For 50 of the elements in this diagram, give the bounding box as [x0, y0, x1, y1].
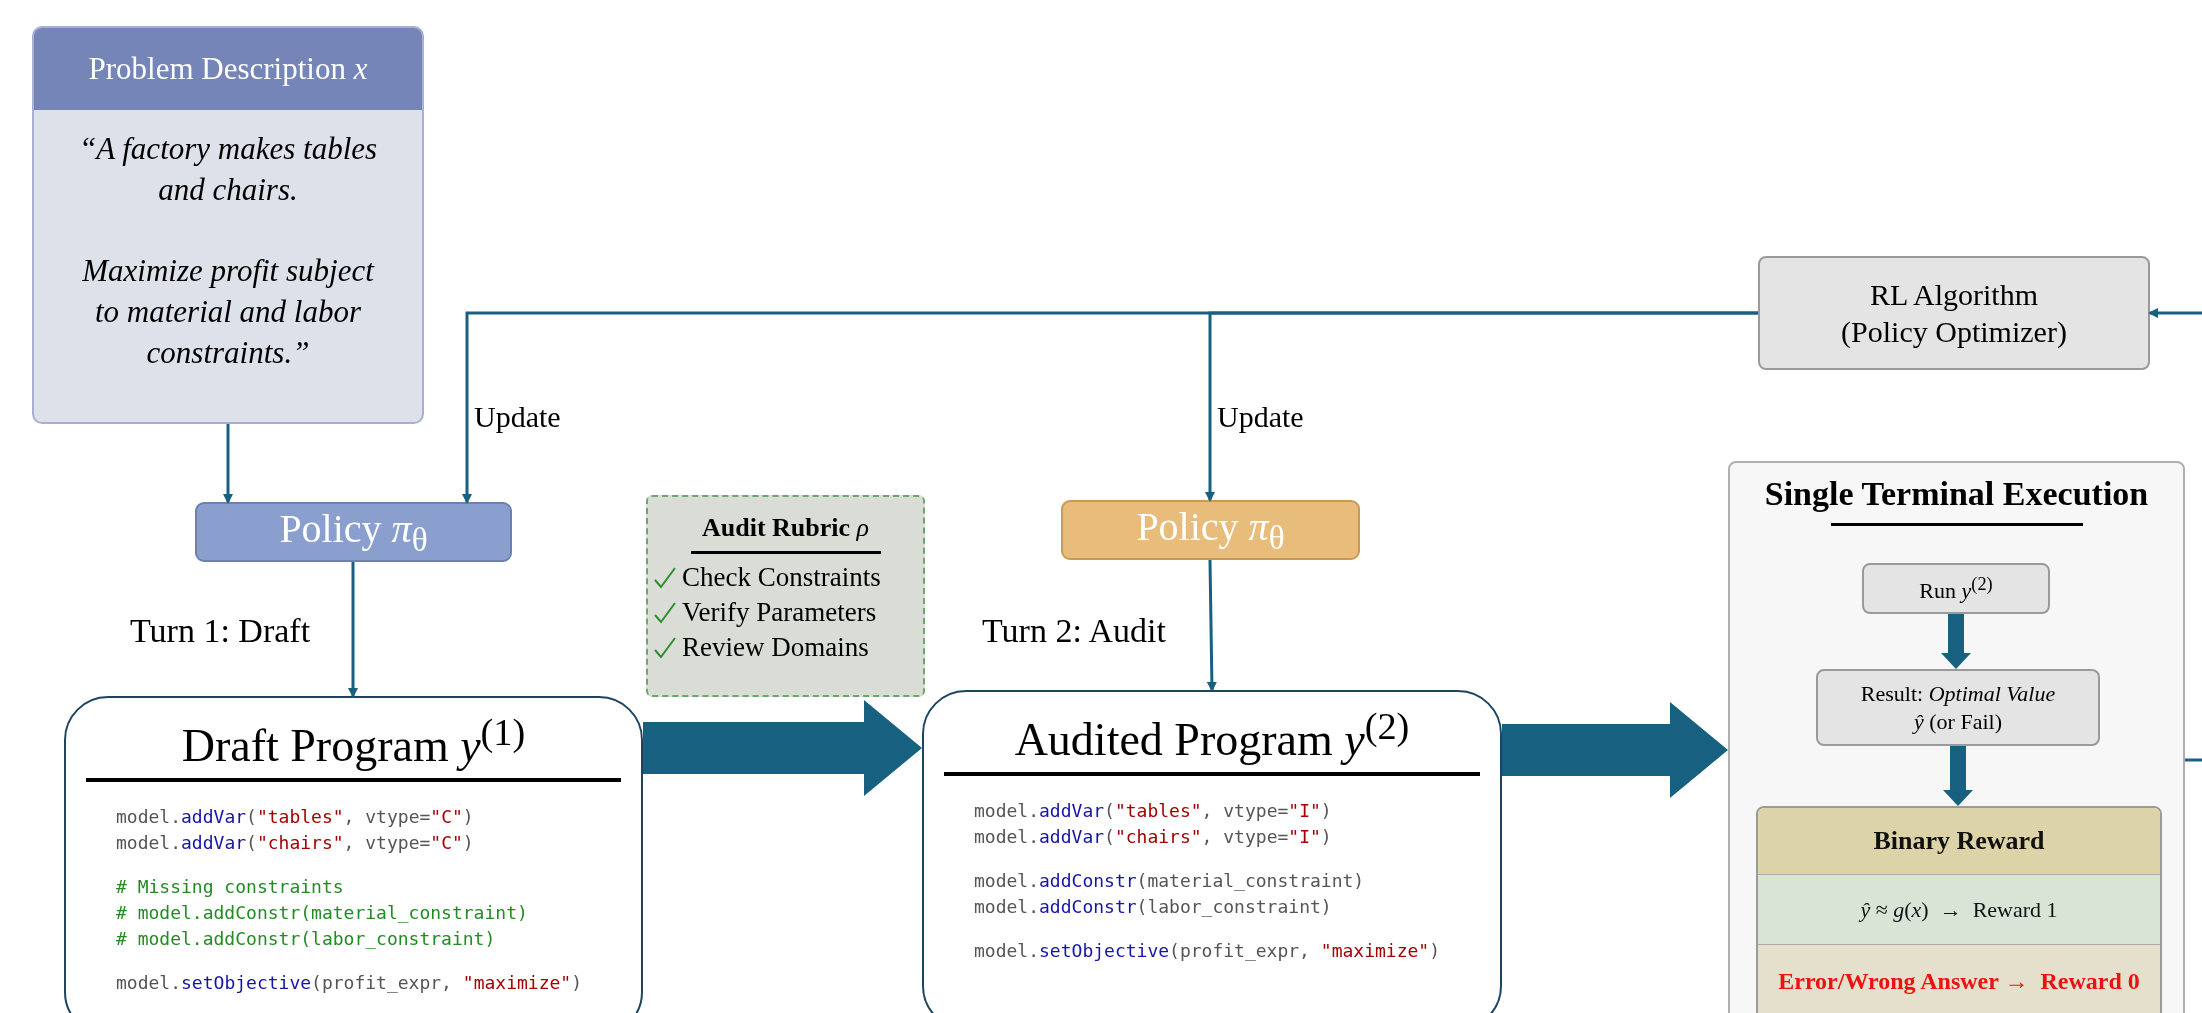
program-box — [64, 696, 643, 1013]
arrow — [223, 424, 233, 504]
rubric-item: Review Domains — [682, 631, 869, 664]
program-title: Draft Program y$^{(1)}$ — [180, 710, 527, 774]
arrow — [2148, 308, 2202, 318]
policy-box — [195, 502, 512, 562]
execution-panel — [1728, 461, 2185, 1013]
arrow — [348, 562, 358, 698]
code-line: model.addVar("chairs", vtype="I") — [974, 825, 1332, 850]
policy-label: Policy π$_{θ}$ — [1136, 503, 1285, 557]
box-label: Run y$^{(2)}$ — [1919, 572, 1993, 605]
arrow — [1206, 559, 1217, 692]
code-line: model.addVar("tables", vtype="I") — [974, 799, 1332, 824]
code-line: model.setObjective(profit_expr, "maximize") — [974, 939, 1440, 964]
code-line: # model.addConstr(labor_constraint) — [116, 927, 496, 952]
rubric-item: Verify Parameters — [682, 596, 877, 629]
box-label: ŷ (or Fail) — [1914, 707, 2002, 735]
reward-row: ŷ ≈ g(x) → Reward 1 — [1758, 875, 2160, 945]
process-box — [1758, 256, 2150, 370]
block-arrow — [1502, 702, 1728, 798]
block-arrow — [1941, 614, 1971, 669]
quote-text: Maximize profit subject to material and labor constraints.” — [81, 252, 376, 372]
rubric-item: Check Constraints — [682, 561, 881, 594]
reward-header: Binary Reward — [1758, 808, 2160, 875]
quote-text: “A factory makes tables and chairs. — [77, 130, 379, 209]
program-box — [922, 690, 1502, 1013]
policy-box — [1061, 500, 1360, 560]
code-line: model.addConstr(material_constraint) — [974, 869, 1365, 894]
block-arrow — [643, 700, 922, 796]
description-card — [32, 26, 424, 424]
program-title: Audited Program y$^{(2)}$ — [1013, 704, 1411, 768]
panel-title: Single Terminal Execution — [1764, 475, 2149, 513]
code-line: model.setObjective(profit_expr, "maximize") — [116, 971, 582, 996]
reward-row: Error/Wrong Answer → Reward 0 — [1758, 945, 2160, 1013]
card-header: Problem Description x — [34, 28, 422, 110]
code-line: model.addConstr(labor_constraint) — [974, 895, 1332, 920]
reward-box — [1756, 806, 2162, 1013]
code-line: model.addVar("tables", vtype="C") — [116, 805, 474, 830]
arrow — [1205, 311, 1758, 502]
box-label: Result: Optimal Value — [1860, 680, 2056, 708]
code-line: # Missing constraints — [116, 875, 344, 900]
code-line: # model.addConstr(material_constraint) — [116, 901, 528, 926]
process-box — [1862, 563, 2050, 614]
policy-label: Policy π$_{θ}$ — [279, 505, 428, 559]
block-arrow — [1943, 746, 1973, 806]
process-box — [1816, 669, 2100, 746]
code-line: model.addVar("chairs", vtype="C") — [116, 831, 474, 856]
box-label: RL Algorithm (Policy Optimizer) — [1840, 276, 2068, 350]
rubric-box — [646, 495, 925, 697]
rubric-title: Audit Rubric ρ — [701, 513, 870, 543]
